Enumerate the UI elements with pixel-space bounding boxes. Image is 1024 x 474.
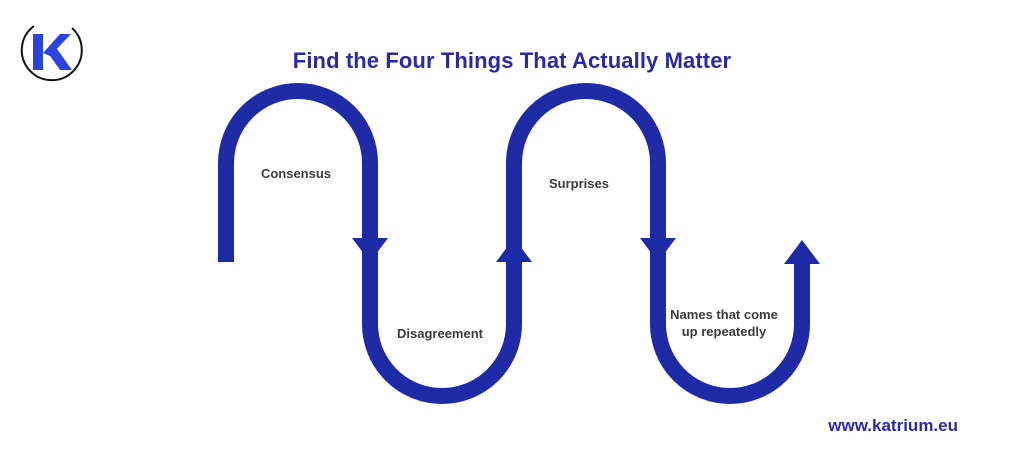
page-title: Find the Four Things That Actually Matte…	[292, 48, 732, 73]
stage-label-repeated-names: Names that come up repeatedly	[670, 307, 778, 339]
katrium-logo-icon	[20, 25, 83, 82]
arrow-down-icon	[640, 238, 676, 262]
website-url: www.katrium.eu	[828, 416, 958, 435]
stage-label-surprises: Surprises	[549, 176, 609, 191]
arrow-up-icon	[784, 240, 820, 264]
arrow-up-icon	[496, 238, 532, 262]
stage-label-consensus: Consensus	[260, 166, 332, 181]
arrow-down-icon	[352, 238, 388, 262]
stage-label-disagreement: Disagreement	[397, 326, 483, 341]
